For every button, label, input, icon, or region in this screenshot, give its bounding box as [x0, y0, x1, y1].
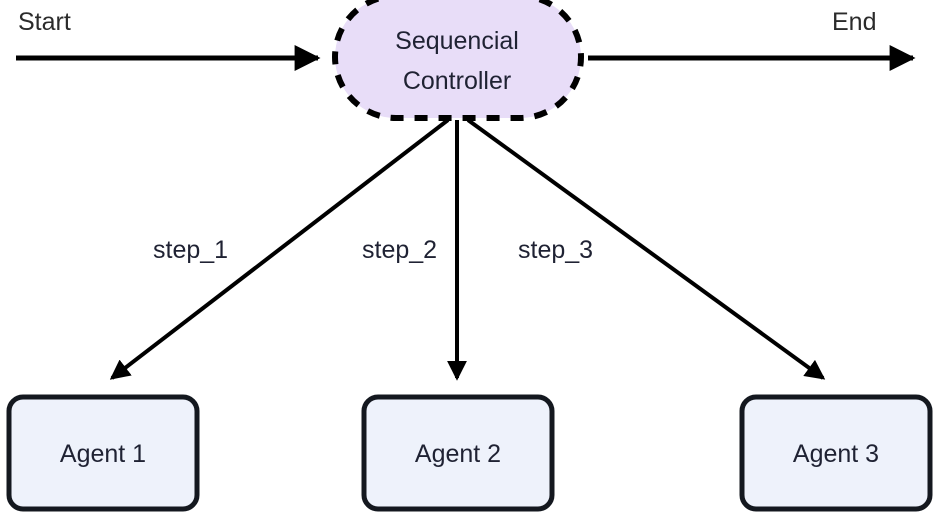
- agent-3-label: Agent 3: [793, 440, 879, 468]
- controller-label-line2: Controller: [403, 67, 511, 95]
- agent-node-2[interactable]: Agent 2: [361, 394, 555, 512]
- edge-step-3-label: step_3: [518, 236, 593, 264]
- agent-3-box: [739, 394, 933, 512]
- start-arrow-group: Start: [16, 8, 321, 71]
- controller-shape: [332, 0, 584, 121]
- agent-2-box: [361, 394, 555, 512]
- edge-step-3-line: [466, 118, 826, 380]
- edge-step-2-label: step_2: [362, 236, 437, 264]
- agent-node-1[interactable]: Agent 1: [6, 394, 200, 512]
- start-label: Start: [18, 8, 71, 36]
- agent-1-box: [6, 394, 200, 512]
- edge-step-2: step_2: [362, 120, 467, 381]
- controller-node[interactable]: Sequencial Controller: [332, 0, 584, 121]
- agent-node-3[interactable]: Agent 3: [739, 394, 933, 512]
- agent-2-label: Agent 2: [415, 440, 501, 468]
- agent-1-label: Agent 1: [60, 440, 146, 468]
- edge-step-1-line: [109, 118, 450, 380]
- edge-step-3: step_3: [466, 118, 826, 380]
- edge-step-1-label: step_1: [153, 236, 228, 264]
- end-arrow-group: End: [588, 8, 916, 71]
- edge-step-1: step_1: [109, 118, 450, 380]
- end-label: End: [832, 8, 876, 36]
- controller-label-line1: Sequencial: [395, 27, 519, 55]
